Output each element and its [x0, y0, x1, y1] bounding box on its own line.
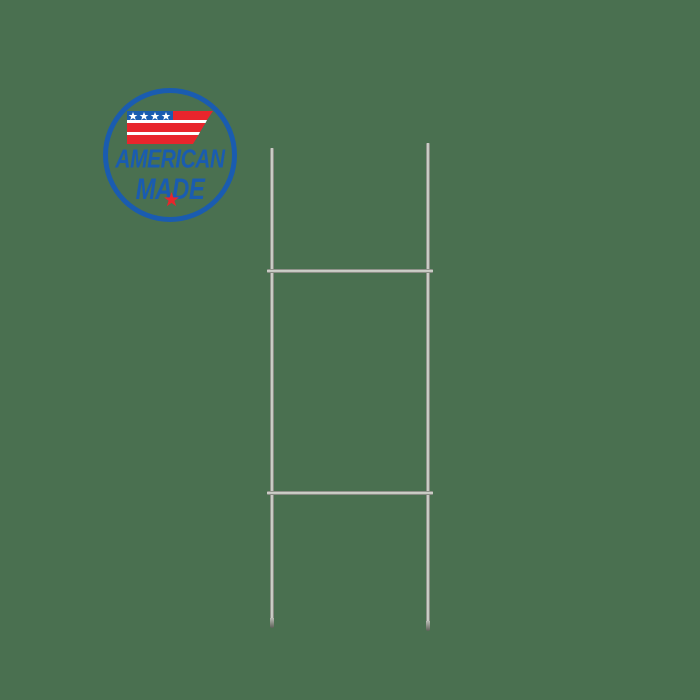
stake-tip-left: [270, 618, 274, 628]
badge-text-american: AMERICAN: [115, 144, 225, 174]
american-made-badge: AMERICAN MADE: [103, 88, 237, 222]
stake-leg-left: [270, 148, 274, 624]
stake-leg-right: [426, 143, 430, 627]
stake-crossbar-upper: [267, 269, 433, 273]
badge-star-icon: [164, 192, 179, 207]
stake-crossbar-lower: [267, 491, 433, 495]
badge-ring-icon: [103, 88, 237, 222]
stake-tip-right: [426, 621, 430, 631]
american-flag-icon: [127, 111, 213, 144]
